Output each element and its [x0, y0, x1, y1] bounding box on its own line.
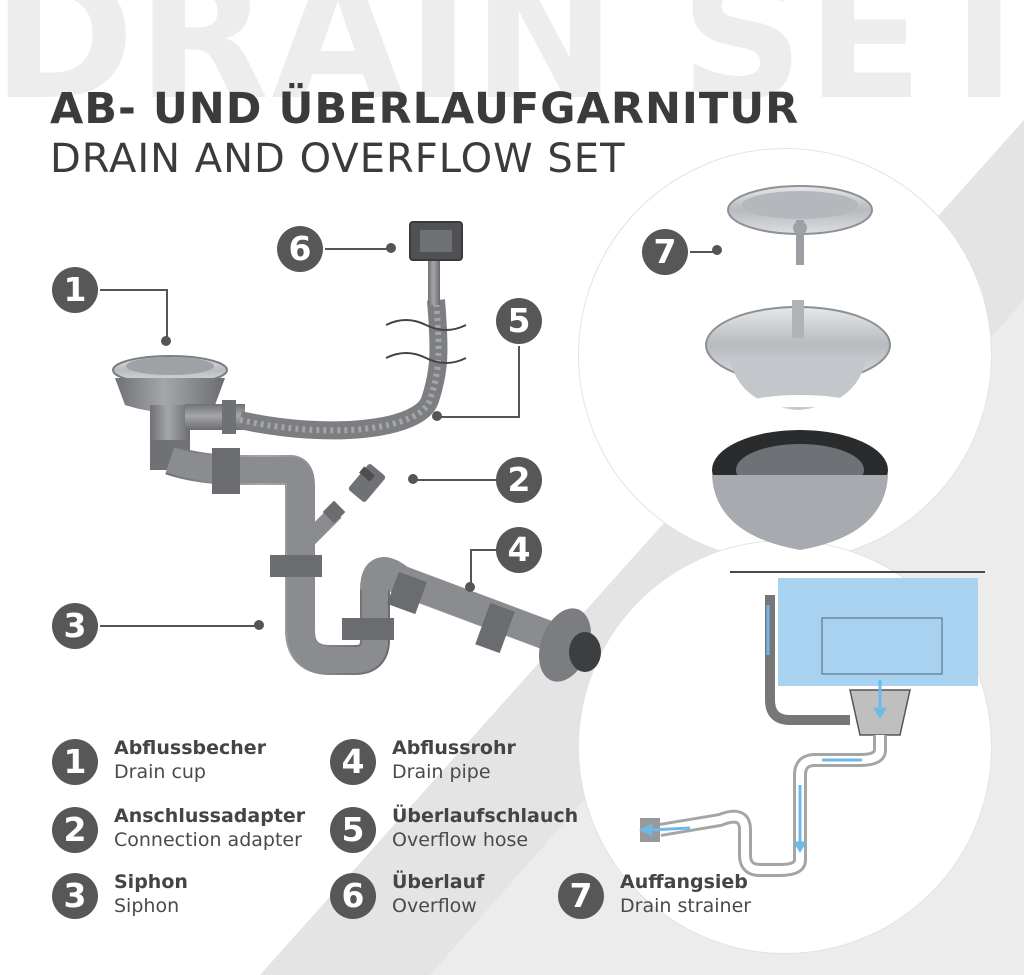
legend-badge-3: 3: [52, 873, 98, 919]
callout-7-leader: [690, 251, 714, 253]
legend-label-de-4: Abflussrohr: [392, 737, 516, 759]
legend-badge-7: 7: [558, 873, 604, 919]
callout-3-leader: [100, 625, 256, 627]
legend-label-de-6: Überlauf: [392, 871, 485, 893]
drain-strainer: [727, 185, 873, 265]
callout-3: 3: [52, 603, 98, 649]
callout-6: 6: [277, 226, 323, 272]
callout-4: 4: [496, 527, 542, 573]
callout-6-dot: [386, 243, 396, 253]
callout-5-leader: [438, 346, 520, 418]
background-watermark-word: DRAIN SET: [0, 0, 1024, 138]
title-english: DRAIN AND OVERFLOW SET: [50, 136, 626, 182]
callout-6-leader: [325, 248, 389, 250]
legend-label-en-3: Siphon: [114, 895, 180, 917]
strainer-basket: [705, 300, 891, 410]
legend-label-en-6: Overflow: [392, 895, 477, 917]
legend-label-de-5: Überlaufschlauch: [392, 805, 579, 827]
legend-label-en-2: Connection adapter: [114, 829, 302, 851]
legend-badge-5: 5: [330, 807, 376, 853]
callout-1-dot: [161, 336, 171, 346]
overflow-hose: [185, 255, 467, 440]
callout-7-dot: [712, 245, 722, 255]
legend-badge-2: 2: [52, 807, 98, 853]
legend-label-de-2: Anschlussadapter: [114, 805, 306, 827]
callout-4-dot: [465, 582, 475, 592]
legend-label-de-7: Auffangsieb: [620, 871, 748, 893]
legend-label-de-1: Abflussbecher: [114, 737, 267, 759]
black-gasket: [712, 430, 888, 550]
callout-2: 2: [496, 457, 542, 503]
installation-diagram: [638, 571, 985, 877]
callout-1-leader: [100, 289, 168, 343]
callout-3-dot: [254, 620, 264, 630]
callout-5: 5: [496, 298, 542, 344]
legend-label-en-1: Drain cup: [114, 761, 206, 783]
drain-cup: [112, 355, 228, 445]
callout-2-leader: [414, 479, 496, 481]
connection-adapter: [348, 464, 386, 502]
siphon-body: [150, 440, 394, 675]
legend-badge-1: 1: [52, 739, 98, 785]
legend-label-en-4: Drain pipe: [392, 761, 491, 783]
callout-7: 7: [642, 229, 688, 275]
legend-badge-4: 4: [330, 739, 376, 785]
legend-badge-6: 6: [330, 873, 376, 919]
legend-label-en-5: Overflow hose: [392, 829, 529, 851]
callout-2-dot: [408, 474, 418, 484]
callout-5-dot: [432, 411, 442, 421]
legend-label-de-3: Siphon: [114, 871, 188, 893]
callout-4-leader: [470, 549, 498, 587]
drain-pipe: [360, 557, 601, 682]
legend-label-en-7: Drain strainer: [620, 895, 752, 917]
callout-1: 1: [52, 267, 98, 313]
title-german: AB- UND ÜBERLAUFGARNITUR: [50, 84, 800, 134]
overflow-head: [409, 221, 463, 261]
